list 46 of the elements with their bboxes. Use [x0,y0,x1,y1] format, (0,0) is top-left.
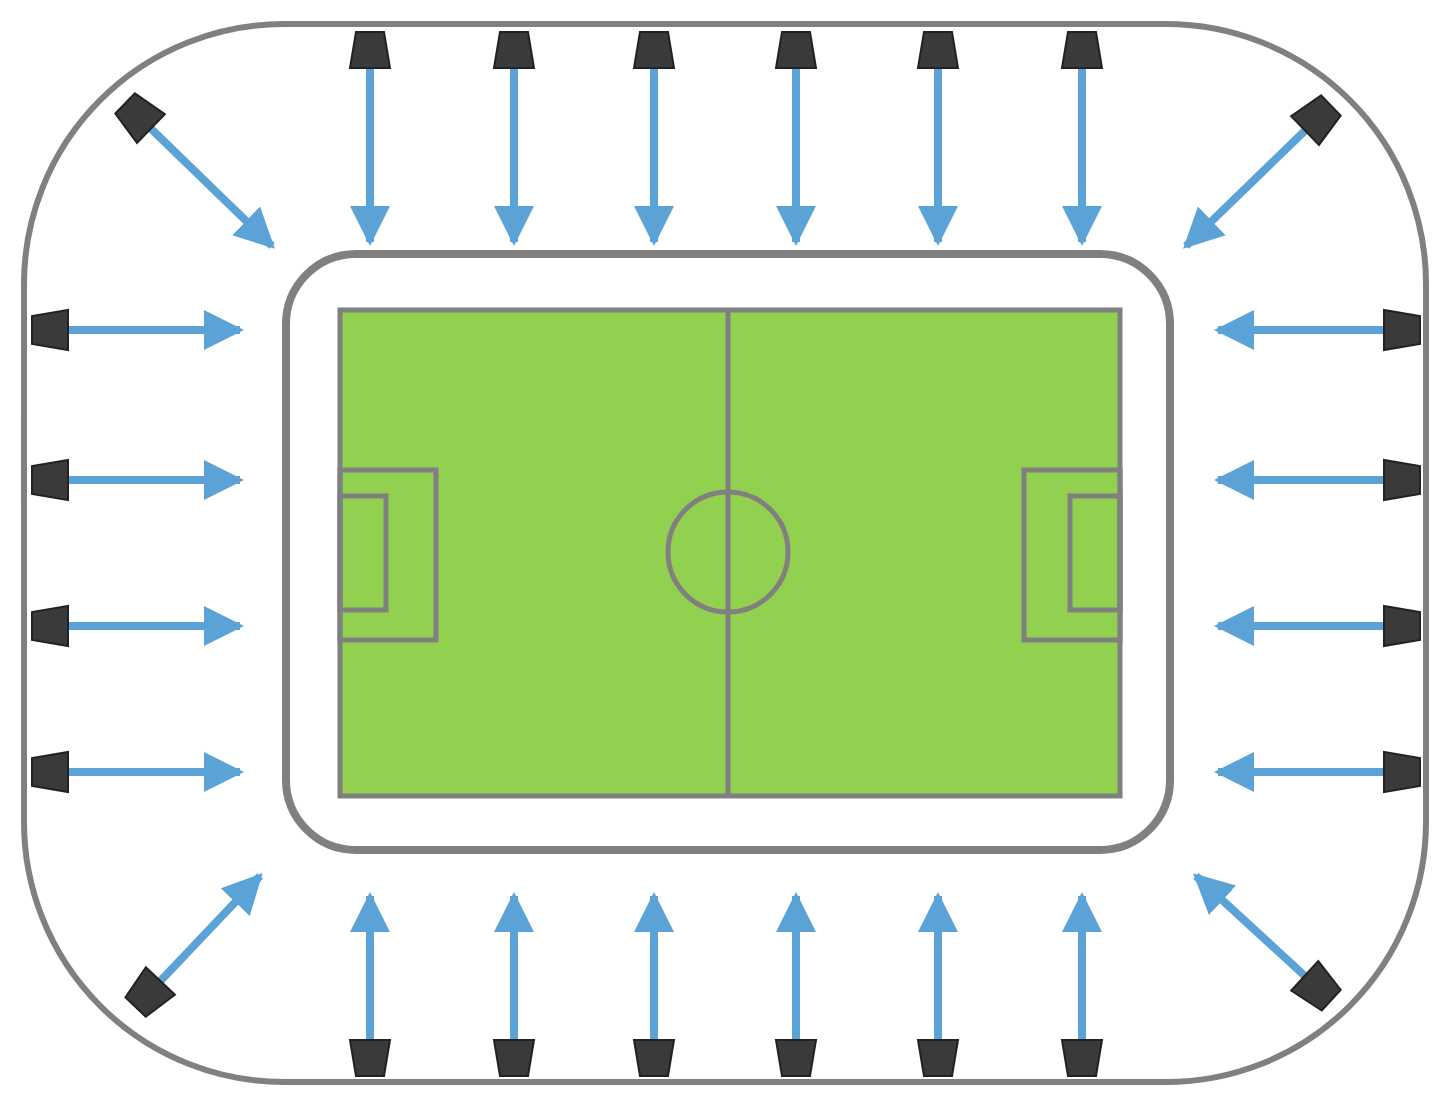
arrow [776,68,816,246]
arrow [494,68,534,246]
trapezoid-marker [31,458,69,502]
arrow [776,892,816,1040]
trapezoid-marker [1383,604,1421,648]
trapezoid-marker [632,1039,676,1077]
trapezoid-marker [1289,94,1342,147]
trapezoid-marker [1383,308,1421,352]
trapezoid-marker [31,604,69,648]
arrow [918,68,958,246]
trapezoid-marker [348,1039,392,1077]
trapezoid-marker [1289,959,1343,1012]
trapezoid-marker [114,92,167,145]
arrow [918,892,958,1040]
trapezoid-marker [124,965,177,1018]
trapezoid-marker [1060,31,1104,69]
arrow [1214,460,1384,500]
arrow [1062,68,1102,246]
trapezoid-marker [774,31,818,69]
arrow [350,68,390,246]
arrow [634,892,674,1040]
arrow [68,310,244,350]
arrow [68,460,244,500]
arrow [68,752,244,792]
arrow [68,606,244,646]
arrow [1214,752,1384,792]
trapezoid-marker [632,31,676,69]
arrow [1062,892,1102,1040]
trapezoid-marker [348,31,392,69]
arrow [634,68,674,246]
trapezoid-marker [774,1039,818,1077]
arrow [494,892,534,1040]
trapezoid-marker [492,31,536,69]
trapezoid-marker [916,31,960,69]
trapezoid-marker [1383,750,1421,794]
arrow [1214,606,1384,646]
trapezoid-marker [31,308,69,352]
trapezoid-marker [31,750,69,794]
arrow [148,125,275,249]
arrow [350,892,390,1040]
trapezoid-marker [916,1039,960,1077]
arrow [157,873,263,984]
arrow [1214,310,1384,350]
trapezoid-marker [492,1039,536,1077]
trapezoid-marker [1060,1039,1104,1077]
trapezoid-marker [1383,458,1421,502]
